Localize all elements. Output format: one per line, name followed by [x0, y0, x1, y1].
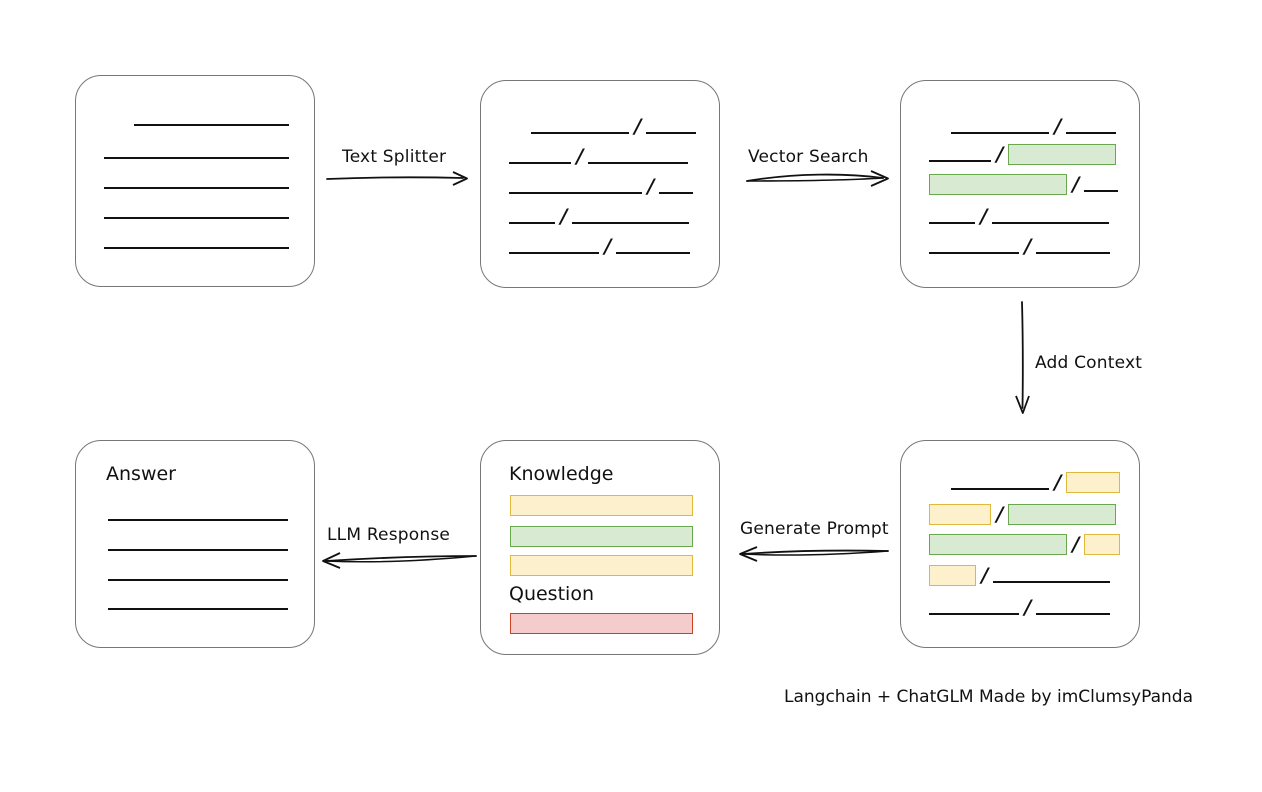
text-segment [993, 581, 1111, 583]
split-row: / [901, 596, 1139, 618]
text-segment [929, 613, 1019, 615]
arrow-label-vector-search: Vector Search [748, 147, 869, 167]
answer-box[interactable]: Answer [75, 440, 315, 648]
split-separator: / [1024, 234, 1032, 258]
split-separator: / [634, 114, 642, 138]
text-segment [509, 192, 642, 194]
source-document-box[interactable] [75, 75, 315, 287]
document-line [134, 124, 289, 126]
split-separator: / [576, 144, 584, 168]
document-line [104, 217, 289, 219]
split-separator: / [980, 204, 988, 228]
split-row: / [481, 115, 719, 137]
split-row: / [901, 173, 1139, 195]
knowledge-bar-green [510, 526, 693, 547]
text-segment [509, 162, 571, 164]
arrow-label-llm-response: LLM Response [327, 525, 451, 545]
arrow-label-add-context: Add Context [1035, 353, 1143, 373]
generate-prompt-arrow [739, 546, 889, 562]
footer-credit: Langchain + ChatGLM Made by imClumsyPand… [784, 687, 1193, 707]
prompt-panel-box[interactable]: Knowledge Question [480, 440, 720, 655]
arrow-label-generate-prompt: Generate Prompt [740, 519, 889, 539]
vector-search-arrow [746, 170, 889, 187]
knowledge-heading: Knowledge [509, 463, 614, 485]
context-document-box[interactable]: / / / / / [900, 440, 1140, 648]
split-separator: / [996, 142, 1004, 166]
text-segment [951, 132, 1049, 134]
matched-chunk-green [929, 173, 1067, 195]
split-separator: / [560, 204, 568, 228]
split-document-box[interactable]: / / / / / [480, 80, 720, 288]
text-segment [929, 160, 991, 162]
answer-line [108, 579, 288, 581]
text-segment [588, 162, 689, 164]
split-separator: / [1072, 172, 1080, 196]
answer-line [108, 608, 288, 610]
document-line [104, 247, 289, 249]
text-segment [1036, 613, 1111, 615]
split-row: / [481, 145, 719, 167]
text-segment [646, 132, 697, 134]
text-segment [1066, 132, 1117, 134]
text-segment [992, 222, 1110, 224]
text-segment [929, 222, 975, 224]
context-chunk-yellow [929, 564, 976, 586]
context-chunk-yellow [1084, 533, 1121, 555]
split-row: / [481, 235, 719, 257]
matched-rows: / / / / / [901, 81, 1139, 287]
split-row: / [481, 205, 719, 227]
document-line [104, 157, 289, 159]
context-chunk-green [1008, 503, 1117, 525]
llm-response-arrow [322, 552, 477, 569]
split-separator: / [1054, 114, 1062, 138]
text-segment [572, 222, 690, 224]
split-row: / [901, 503, 1139, 525]
split-separator: / [981, 563, 989, 587]
split-row: / [901, 471, 1139, 493]
text-segment [509, 252, 599, 254]
document-line [104, 187, 289, 189]
split-row: / [901, 564, 1139, 586]
context-rows: / / / / / [901, 441, 1139, 647]
answer-heading: Answer [106, 463, 176, 485]
split-separator: / [604, 234, 612, 258]
question-bar-red [510, 613, 693, 634]
split-separator: / [1054, 470, 1062, 494]
text-segment [616, 252, 691, 254]
text-segment [509, 222, 555, 224]
text-segment [659, 192, 694, 194]
knowledge-bar-yellow [510, 555, 693, 576]
context-chunk-green [929, 533, 1067, 555]
matched-chunk-green [1008, 143, 1117, 165]
question-heading: Question [509, 583, 594, 605]
text-segment [951, 488, 1049, 490]
arrow-label-text-splitter: Text Splitter [342, 147, 447, 167]
knowledge-bar-yellow [510, 495, 693, 516]
matched-document-box[interactable]: / / / / / [900, 80, 1140, 288]
text-segment [929, 252, 1019, 254]
context-chunk-yellow [929, 503, 991, 525]
text-segment [1084, 190, 1119, 192]
add-context-arrow [1015, 301, 1030, 414]
split-row: / [901, 115, 1139, 137]
split-rows: / / / / / [481, 81, 719, 287]
context-chunk-yellow [1066, 471, 1121, 493]
split-separator: / [1072, 532, 1080, 556]
answer-line [108, 519, 288, 521]
split-row: / [481, 175, 719, 197]
split-separator: / [647, 174, 655, 198]
text-splitter-arrow [326, 171, 468, 186]
split-row: / [901, 533, 1139, 555]
split-separator: / [996, 502, 1004, 526]
answer-line [108, 549, 288, 551]
split-separator: / [1024, 595, 1032, 619]
split-row: / [901, 205, 1139, 227]
text-segment [531, 132, 629, 134]
text-segment [1036, 252, 1111, 254]
split-row: / [901, 143, 1139, 165]
split-row: / [901, 235, 1139, 257]
